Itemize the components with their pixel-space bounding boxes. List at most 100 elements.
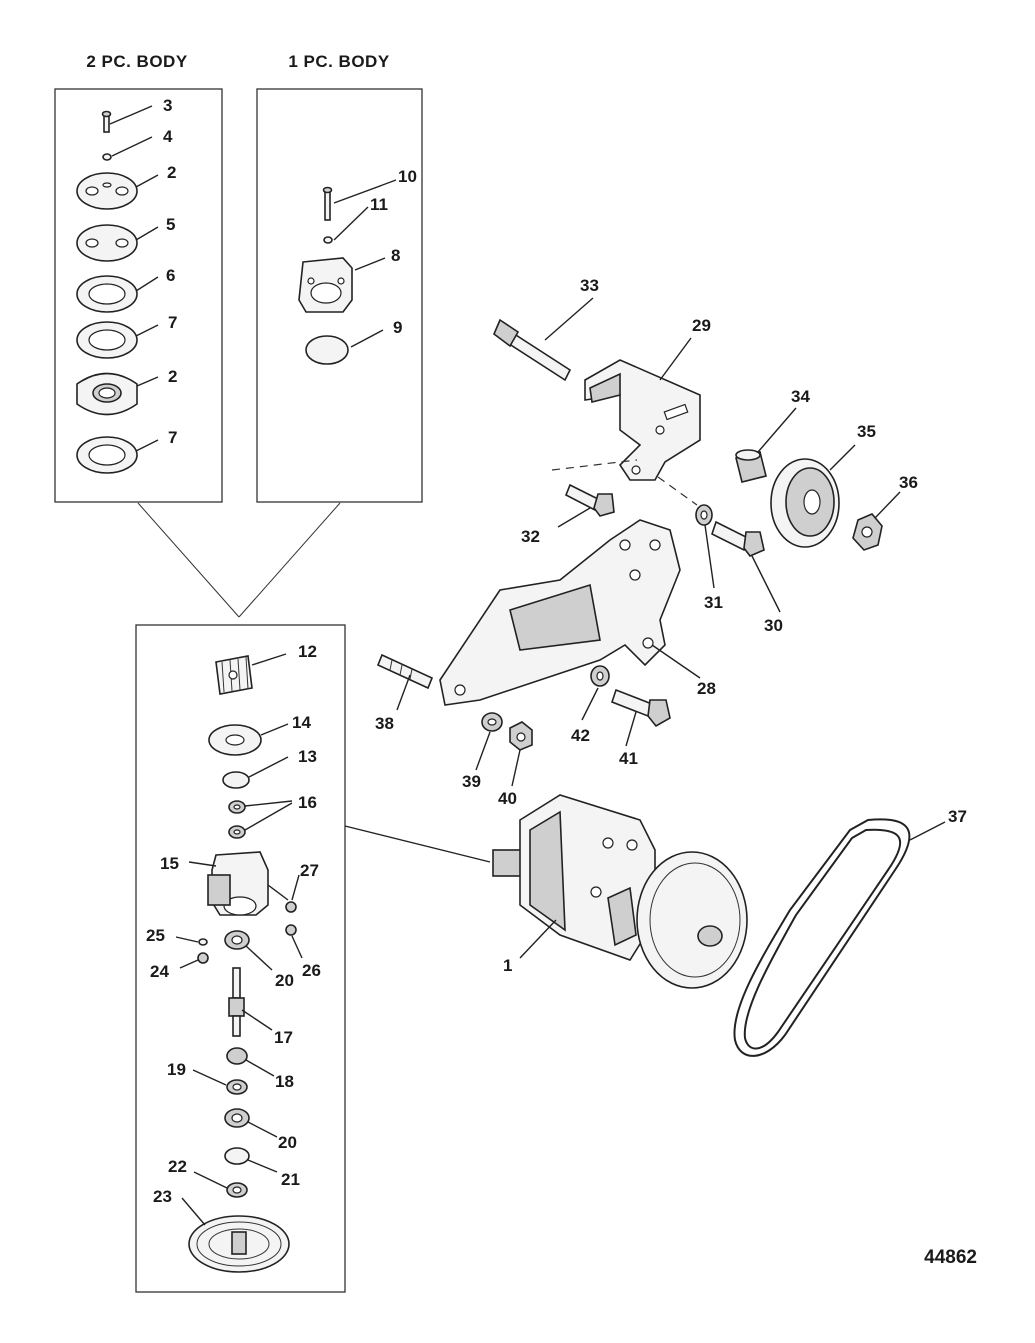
part-1-seawater-pump: [492, 794, 748, 989]
part-39-washer: [481, 712, 503, 732]
part-2-gasket-top: [76, 172, 138, 210]
part-9-o-ring: [305, 335, 349, 365]
callout-8: 8: [391, 246, 400, 265]
part-40-nut: [509, 721, 533, 751]
part-21-snap-ring: [224, 1147, 250, 1165]
callout-1: 1: [503, 956, 512, 975]
header-1pc-body: 1 PC. BODY: [288, 52, 390, 71]
part-31-washer: [695, 504, 713, 526]
callout-23: 23: [153, 1187, 172, 1206]
callout-35: 35: [857, 422, 876, 441]
callout-20: 20: [275, 971, 294, 990]
callout-10: 10: [398, 167, 417, 186]
callout-21: 21: [281, 1170, 300, 1189]
header-2pc-body: 2 PC. BODY: [86, 52, 188, 71]
inset-connector-lines: [137, 502, 341, 618]
callout-6: 6: [166, 266, 175, 285]
callout-34: 34: [791, 387, 810, 406]
callout-39: 39: [462, 772, 481, 791]
inset-box-1pc-body: [256, 88, 423, 503]
part-37-belt: [733, 818, 911, 1057]
part-25-washer: [198, 938, 208, 946]
part-34-spacer: [735, 449, 767, 483]
part-6-plate: [76, 275, 138, 313]
part-10-screw: [322, 186, 333, 221]
callout-7: 7: [168, 428, 177, 447]
callout-37: 37: [948, 807, 967, 826]
leaders-2pc: [109, 105, 159, 452]
part-2-body-half: [76, 372, 138, 416]
part-38-stud: [376, 653, 434, 690]
callout-30: 30: [764, 616, 783, 635]
part-20-bearing-upper: [224, 930, 250, 950]
part-24-fitting: [197, 952, 209, 964]
callout-41: 41: [619, 749, 638, 768]
callout-33: 33: [580, 276, 599, 295]
part-23-pulley: [188, 1215, 290, 1273]
callout-4: 4: [163, 127, 173, 146]
part-18-bushing: [226, 1047, 248, 1065]
callout-16: 16: [298, 793, 317, 812]
part-30-bolt: [711, 520, 765, 557]
callout-24: 24: [150, 962, 169, 981]
part-14-wear-plate: [208, 724, 262, 756]
part-3-screw: [101, 110, 112, 133]
part-16-seals: [228, 800, 246, 839]
part-42-washer: [590, 665, 610, 687]
part-4-washer: [102, 153, 112, 161]
callout-18: 18: [275, 1072, 294, 1091]
callout-36: 36: [899, 473, 918, 492]
callout-11: 11: [370, 195, 388, 214]
part-36-nut: [852, 513, 883, 551]
callout-15: 15: [160, 854, 179, 873]
inset-box-pump-internals: [135, 624, 346, 1293]
callout-31: 31: [704, 593, 723, 612]
callout-22: 22: [168, 1157, 187, 1176]
part-19-washer: [226, 1079, 248, 1095]
part-22-spacer: [226, 1182, 248, 1198]
callout-2: 2: [168, 367, 177, 386]
leaders-1pc: [333, 179, 397, 348]
callout-40: 40: [498, 789, 517, 808]
part-29-bracket: [584, 359, 701, 481]
part-32-bolt: [564, 483, 615, 517]
part-26-nut: [285, 924, 297, 936]
leaders-internals: [175, 653, 303, 1226]
part-41-bolt: [611, 688, 671, 728]
part-5-gasket: [76, 224, 138, 262]
callout-25: 25: [146, 926, 165, 945]
callout-28: 28: [697, 679, 716, 698]
figure-number: 44862: [924, 1247, 977, 1268]
part-8-pump-body: [298, 257, 353, 313]
callout-26: 26: [302, 961, 321, 980]
callout-32: 32: [521, 527, 540, 546]
part-20-bearing-lower: [224, 1108, 250, 1128]
callout-42: 42: [571, 726, 590, 745]
callout-3: 3: [163, 96, 172, 115]
part-17-shaft: [228, 967, 245, 1037]
callout-19: 19: [167, 1060, 186, 1079]
inset-box-2pc-body: [54, 88, 223, 503]
leaders-main: [396, 297, 946, 959]
dashed-align-line-1: [551, 459, 638, 471]
part-11-washer: [323, 236, 333, 244]
callout-38: 38: [375, 714, 394, 733]
part-28-mounting-bracket: [439, 519, 681, 706]
callout-20: 20: [278, 1133, 297, 1152]
callout-13: 13: [298, 747, 317, 766]
callout-7: 7: [168, 313, 177, 332]
callout-29: 29: [692, 316, 711, 335]
callout-2: 2: [167, 163, 176, 182]
callout-5: 5: [166, 215, 175, 234]
part-7-gasket-upper: [76, 321, 138, 359]
dashed-align-line-2: [657, 476, 698, 506]
part-27-plug: [285, 901, 297, 913]
callout-12: 12: [298, 642, 317, 661]
callout-17: 17: [274, 1028, 293, 1047]
callout-27: 27: [300, 861, 319, 880]
part-7-gasket-lower: [76, 436, 138, 474]
part-33-stud: [493, 318, 572, 382]
part-15-pump-housing: [207, 851, 269, 916]
callout-labels: 3 4 2 5 6 7 2 7 10 11 8 9 12 14 13 16 15…: [146, 96, 967, 1206]
